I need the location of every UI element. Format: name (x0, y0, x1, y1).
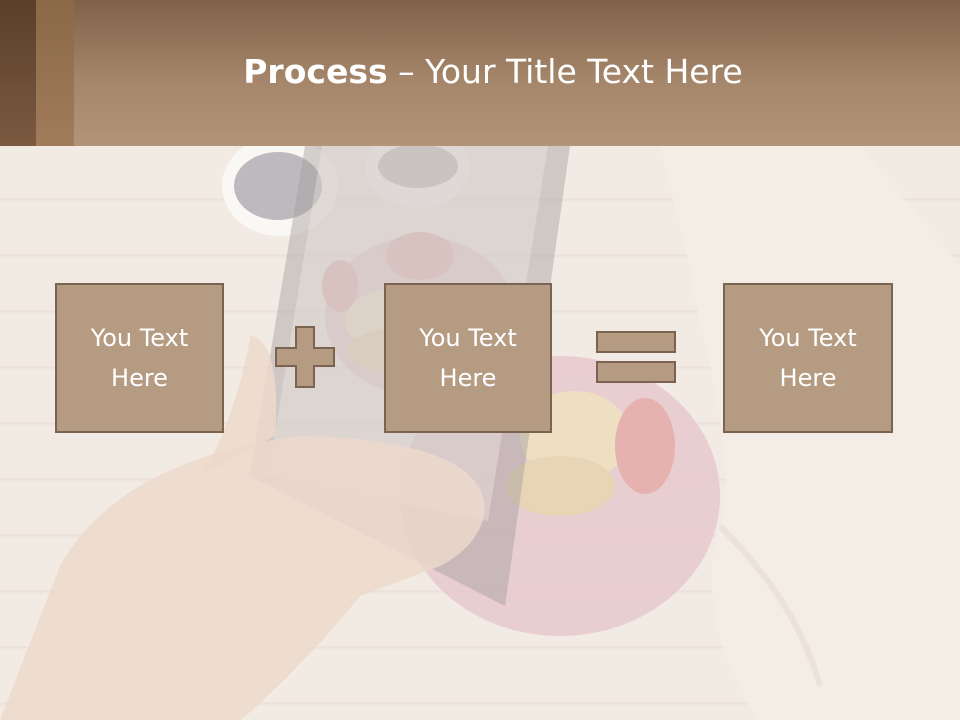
process-box-1[interactable]: You Text Here (55, 283, 224, 433)
process-box-3[interactable]: You Text Here (723, 283, 893, 433)
process-box-2[interactable]: You Text Here (384, 283, 552, 433)
title-light: – Your Title Text Here (387, 52, 743, 91)
header-accent (0, 0, 36, 146)
process-box-label: You Text Here (759, 324, 857, 392)
photo-overlay (0, 146, 960, 720)
slide-title[interactable]: Process – Your Title Text Here (0, 52, 960, 91)
header-accent (36, 0, 74, 146)
process-box-label: You Text Here (90, 324, 189, 392)
title-strong: Process (243, 52, 388, 91)
header-band: Process – Your Title Text Here (0, 0, 960, 146)
process-box-label: You Text Here (419, 324, 517, 392)
